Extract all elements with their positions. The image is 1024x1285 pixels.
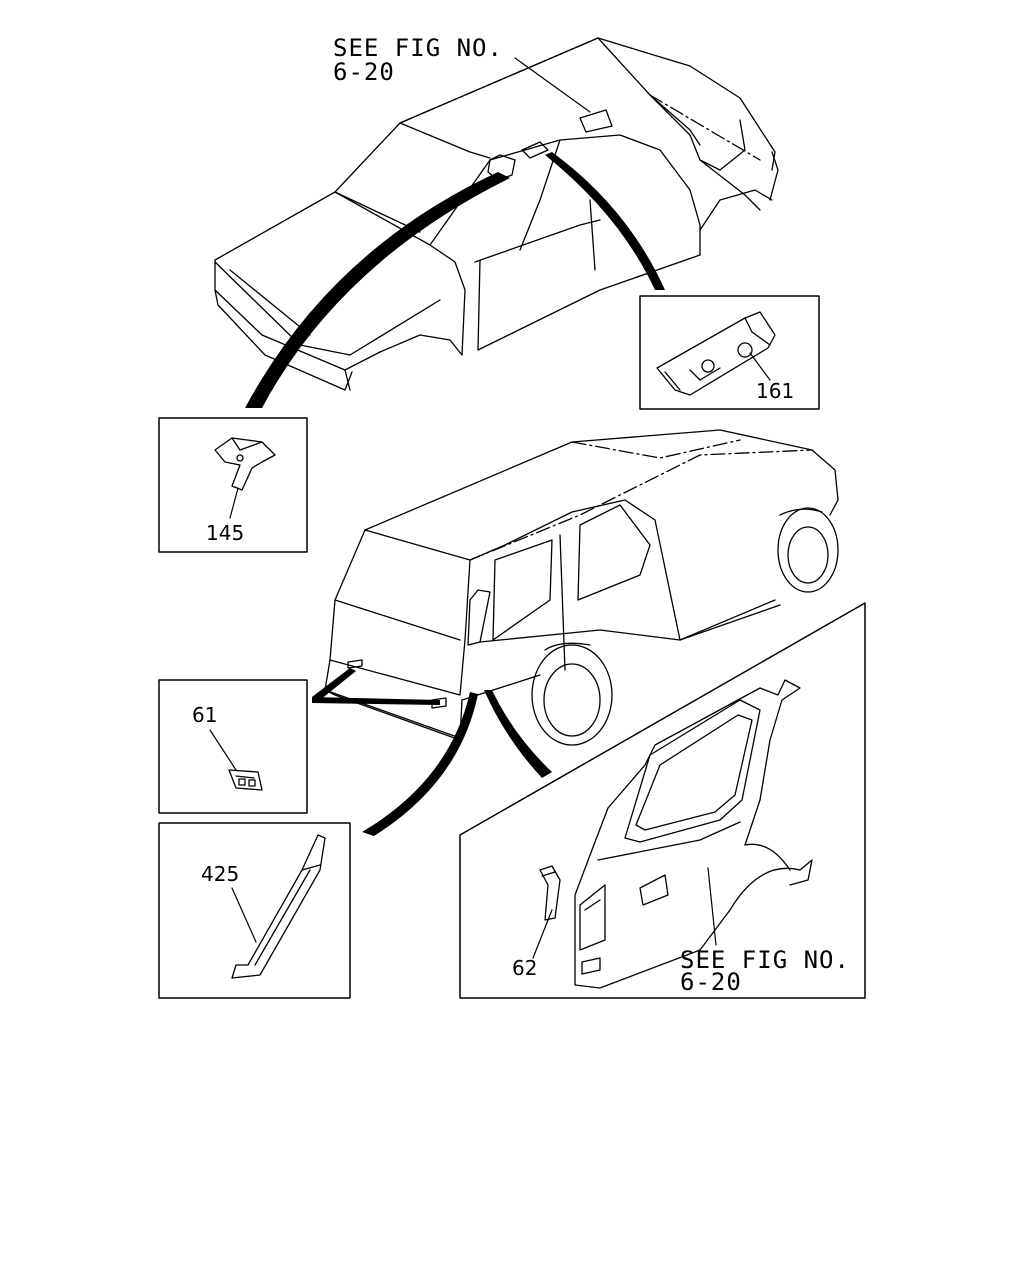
part-number-62: 62 [512,956,538,980]
part-61-leader [209,729,237,771]
bottom-vehicle-illustration [324,429,839,746]
callout-box-425 [158,822,351,999]
bottom-vehicle-callout-arrows [312,668,552,836]
bottom-reference-label-line2: 6-20 [680,968,742,996]
part-61-illustration [228,769,263,791]
part-145-illustration [214,437,276,491]
bottom-reference-label-line1: SEE FIG NO. [680,946,850,974]
callout-box-145 [158,417,308,553]
part-161-illustration [656,311,776,396]
part-number-425: 425 [201,862,240,886]
top-reference-leader [514,57,591,113]
part-425-illustration [231,834,326,979]
part-425-leader [231,887,257,943]
part-number-61: 61 [192,703,218,727]
part-number-161: 161 [756,379,795,403]
top-vehicle-callout-arrows [245,152,665,408]
part-number-145: 145 [206,521,245,545]
callout-box-61 [158,679,308,814]
callout-box-161 [639,295,820,410]
top-reference-label-line2: 6-20 [333,58,395,86]
quarter-panel-illustration [574,679,813,989]
part-62-leader [532,909,553,959]
part-62-illustration [539,865,561,921]
bottom-reference-leader [707,867,717,946]
callout-box-quarter-panel [459,602,866,999]
part-161-leader [749,352,771,381]
top-reference-label-line1: SEE FIG NO. [333,34,503,62]
part-145-leader [229,487,239,519]
